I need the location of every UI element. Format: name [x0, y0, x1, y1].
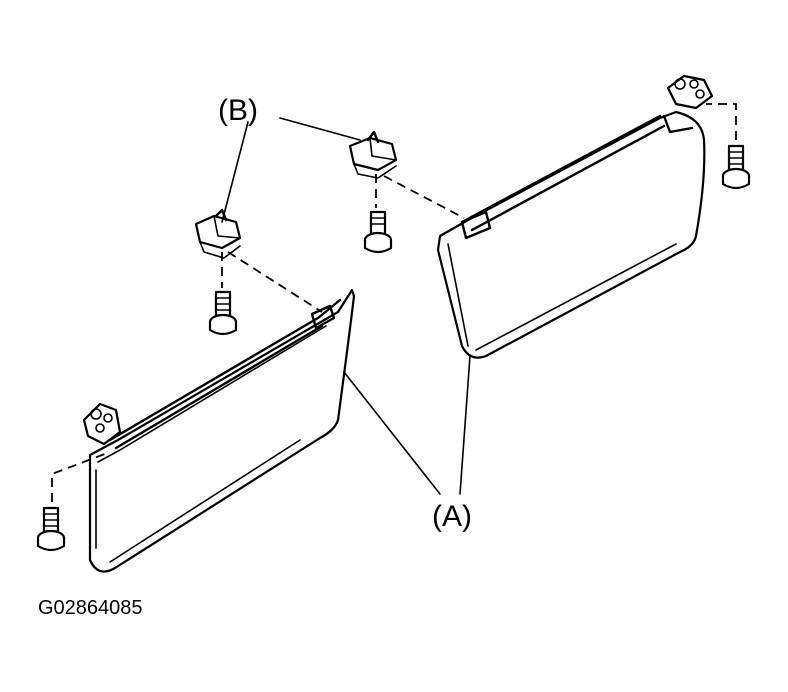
- sun-visor-left: [82, 288, 356, 573]
- assembly-guide-lines: [51, 103, 737, 502]
- leader-lines: [221, 117, 471, 495]
- visor-clip-left: [194, 208, 242, 259]
- sun-visor-right: [436, 74, 714, 359]
- screw-clip-left: [208, 290, 238, 336]
- pivot-bracket-right: [666, 74, 714, 110]
- pivot-bracket-left: [82, 402, 122, 446]
- callout-b-label: (B): [218, 94, 258, 127]
- visor-clip-right: [348, 130, 398, 179]
- figure-code-label: G02864085: [38, 597, 143, 619]
- screw-clip-right: [363, 210, 393, 254]
- screw-bracket-left: [36, 506, 66, 552]
- screw-bracket-right: [721, 144, 751, 190]
- callout-a-label: (A): [432, 500, 472, 533]
